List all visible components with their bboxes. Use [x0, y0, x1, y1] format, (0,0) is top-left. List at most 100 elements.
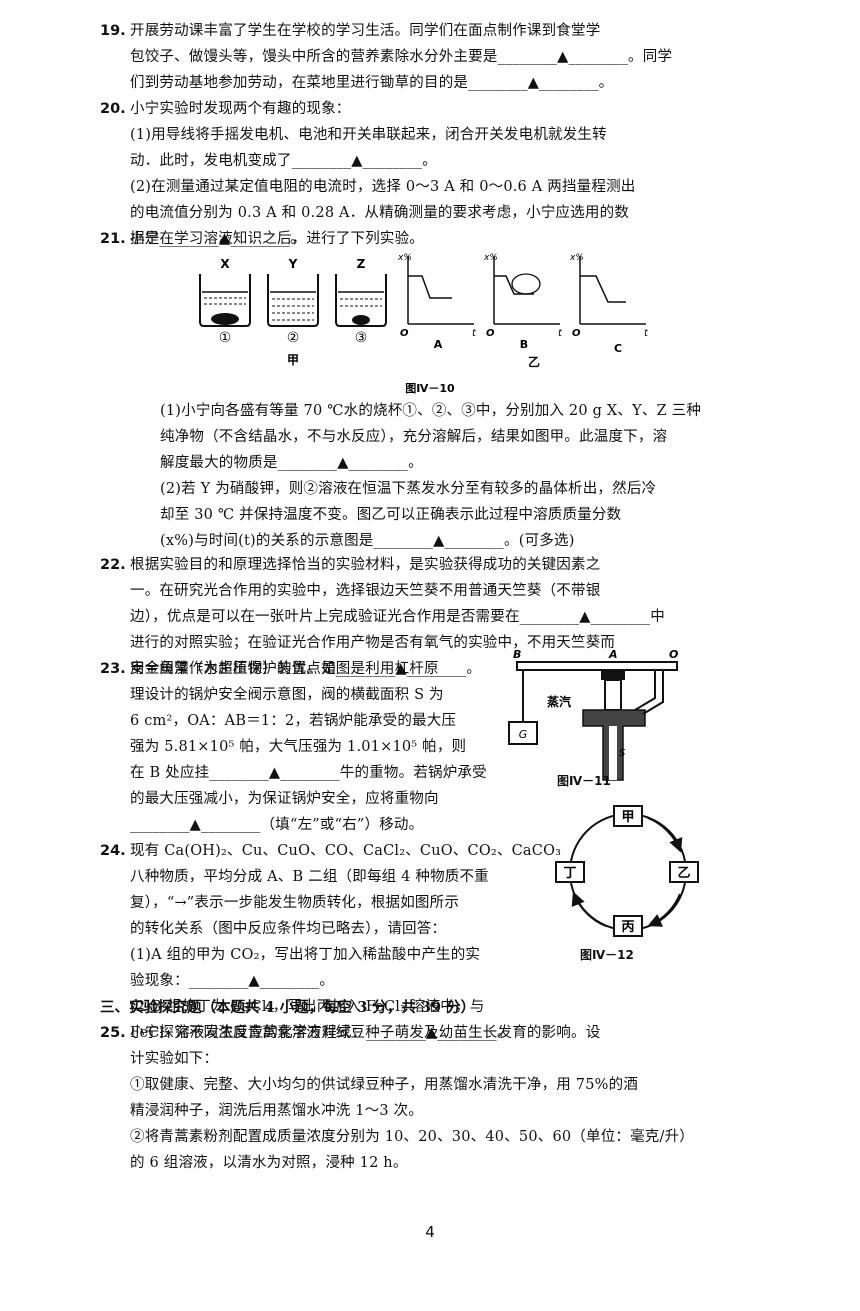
graph-label: B: [520, 338, 528, 351]
question-number: 24.: [100, 843, 126, 859]
text-line: FeCl₃ 溶液发生反应的化学方程式：________▲________。: [130, 1025, 512, 1041]
node-ding: [555, 861, 585, 883]
question-number: 22.: [100, 557, 126, 573]
text-line: 根据实验目的和原理选择恰当的实验材料，是实验获得成功的关键因素之: [130, 557, 601, 573]
text-line: (2)B 组的丁为 CaCl₂，写出丙加入 FeCl₃ 溶液中，与: [130, 999, 485, 1015]
text-line: 强为 5.81×10⁵ 帕，大气压强为 1.01×10⁵ 帕，则: [130, 739, 467, 755]
text-line: 解度最大的物质是________▲________。: [160, 455, 423, 471]
text-line: (2)若 Y 为硝酸钾，则②溶液在恒温下蒸发水分至有较多的晶体析出，然后冷: [160, 481, 657, 497]
text-line: ②将青蒿素粉剂配置成质量浓度分别为 10、20、30、40、50、60（单位：毫…: [130, 1129, 694, 1145]
text-line: 复），“→”表示一步能发生物质转化，根据如图所示: [130, 895, 460, 911]
text-line: (1)用导线将手摇发电机、电池和开关串联起来，闭合开关发电机就发生转: [130, 127, 607, 143]
figure-caption: 图Ⅳ－11: [557, 774, 611, 788]
question-number: 21.: [100, 231, 126, 247]
text-line: 们到劳动基地参加劳动，在菜地里进行锄草的目的是________▲________…: [130, 75, 614, 91]
node-label: 甲: [621, 810, 634, 825]
origin-label: O: [572, 328, 581, 339]
node-yi: [669, 861, 699, 883]
graph-label: A: [434, 338, 443, 351]
text-line: 纯净物（不含结晶水，不与水反应），充分溶解后，结果如图甲。此温度下，溶: [160, 429, 668, 445]
node-label: 丙: [621, 920, 634, 935]
text-line: 用金鱼藻（水生植物）的优点是________▲________。: [130, 661, 482, 677]
text-line: 小宁探究不同浓度青蒿素溶液对绿豆种子萌发及幼苗生长发育的影响。设: [130, 1025, 601, 1041]
text-line: 的 6 组溶液，以清水为对照，浸种 12 h。: [130, 1155, 408, 1171]
text-line: 安全阀常作为超压保护装置。如图是利用杠杆原: [130, 661, 439, 677]
figure-iv-10: X Y Z ① ② ③ 甲 x% O t A x% O t B 乙: [199, 253, 649, 395]
beaker-number: ②: [287, 330, 300, 346]
fig-label-s: S: [619, 748, 626, 759]
beaker-2: [267, 274, 319, 327]
text-line: 6 cm²，OA：AB＝1：2，若锅炉能承受的最大压: [130, 713, 457, 729]
beaker-label: X: [220, 257, 230, 271]
text-line: 理设计的锅炉安全阀示意图，阀的横截面积 S 为: [130, 687, 444, 703]
axis-label-x: t: [558, 328, 563, 339]
question-23: 23. 安全阀常作为超压保护装置。如图是利用杠杆原 理设计的锅炉安全阀示意图，阀…: [100, 656, 510, 838]
text-line: 小宁在学习溶液知识之后，进行了下列实验。: [130, 231, 424, 247]
beaker-label: Z: [357, 257, 366, 271]
origin-label: O: [486, 328, 495, 339]
text-line: 的最大压强减小，为保证锅炉安全，应将重物向: [130, 791, 439, 807]
section-heading: 三、实验探究题（本题共 4 小题，每空 3 分，共 39 分）: [100, 999, 476, 1016]
text-line: 边），优点是可以在一张叶片上完成验证光合作用是否需要在________▲____…: [130, 609, 665, 625]
graph-a: x% O t A: [397, 253, 477, 351]
question-25: 25. 小宁探究不同浓度青蒿素溶液对绿豆种子萌发及幼苗生长发育的影响。设 计实验…: [100, 1020, 694, 1176]
beaker-number: ①: [219, 330, 232, 346]
beaker-1: [199, 274, 251, 327]
axis-label-y: x%: [569, 253, 584, 263]
question-21: 21. 小宁在学习溶液知识之后，进行了下列实验。: [100, 226, 670, 252]
text-line: (x%)与时间(t)的关系的示意图是________▲________。(可多选…: [160, 533, 575, 549]
weight-block: [508, 721, 538, 745]
text-line: 八种物质，平均分成 A、B 二组（即每组 4 种物质不重: [130, 869, 489, 885]
text-line: 验现象：________▲________。: [130, 973, 335, 989]
question-20: 20. 小宁实验时发现两个有趣的现象： (1)用导线将手摇发电机、电池和开关串联…: [100, 96, 670, 252]
page-number: 4: [425, 1223, 435, 1241]
figure-caption: 图Ⅳ－12: [580, 948, 634, 962]
fig-label-a: A: [608, 648, 618, 661]
text-line: 的电流值分别为 0.3 A 和 0.28 A．从精确测量的要求考虑，小宁应选用的…: [130, 205, 630, 221]
beaker-label: Y: [288, 257, 298, 271]
text-line: (1)A 组的甲为 CO₂，写出将丁加入稀盐酸中产生的实: [130, 947, 481, 963]
question-number: 19.: [100, 23, 126, 39]
question-22: 22. 根据实验目的和原理选择恰当的实验材料，是实验获得成功的关键因素之 一。在…: [100, 552, 670, 682]
axis-label-x: t: [644, 328, 649, 339]
axis-label-y: x%: [397, 253, 412, 263]
text-line: 现有 Ca(OH)₂、Cu、CuO、CO、CaCl₂、CuO、CO₂、CaCO₃: [130, 843, 562, 859]
text-line: (2)在测量通过某定值电阻的电流时，选择 0～3 A 和 0～0.6 A 两挡量…: [130, 179, 636, 195]
question-number: 20.: [100, 101, 126, 117]
graph-b: x% O t B 乙: [483, 253, 563, 369]
text-line: ________▲________（填“左”或“右”）移动。: [130, 817, 424, 833]
graph-label: C: [614, 342, 622, 355]
group-label-yi: 乙: [528, 355, 540, 369]
question-number: 23.: [100, 661, 126, 677]
figure-iv-11: G B A O 蒸汽 S: [508, 648, 678, 781]
beaker-3: [335, 274, 387, 327]
text-line: 进行的对照实验；在验证光合作用产物是否有氧气的实验中，不用天竺葵而: [130, 635, 616, 651]
text-line: 一。在研究光合作用的实验中，选择银边天竺葵不用普通天竺葵（不带银: [130, 583, 601, 599]
text-line: 在 B 处应挂________▲________牛的重物。若锅炉承受: [130, 765, 487, 781]
origin-label: O: [400, 328, 409, 339]
figure-caption: 图Ⅳ－10: [405, 382, 455, 395]
fig-label-o: O: [669, 648, 678, 661]
text-line: 计实验如下：: [130, 1051, 219, 1067]
node-label: 乙: [677, 866, 690, 881]
text-line: 开展劳动课丰富了学生在学校的学习生活。同学们在面点制作课到食堂学: [130, 23, 601, 39]
question-21-body: (1)小宁向各盛有等量 70 ℃水的烧杯①、②、③中，分别加入 20 g X、Y…: [160, 398, 701, 554]
figure-iv-12: 甲 乙 丙 丁: [555, 805, 699, 937]
node-label: 丁: [563, 866, 576, 881]
text-line: 却至 30 ℃ 并保持温度不变。图乙可以正确表示此过程中溶质质量分数: [160, 507, 622, 523]
question-number: 25.: [100, 1025, 126, 1041]
fig-label-b: B: [513, 648, 521, 661]
node-jia: [613, 805, 643, 827]
axis-label-x: t: [472, 328, 477, 339]
text-line: ①取健康、完整、大小均匀的供试绿豆种子，用蒸馏水清洗干净，用 75%的酒: [130, 1077, 639, 1093]
text-line: 据是________▲________。: [130, 231, 305, 247]
question-19: 19. 开展劳动课丰富了学生在学校的学习生活。同学们在面点制作课到食堂学 包饺子…: [100, 18, 673, 96]
fig-label-steam: 蒸汽: [547, 694, 571, 709]
group-label-jia: 甲: [287, 353, 299, 367]
fig-label-g: G: [519, 728, 528, 741]
text-line: 包饺子、做馒头等，馒头中所含的营养素除水分外主要是________▲______…: [130, 49, 673, 65]
axis-label-y: x%: [483, 253, 498, 263]
node-bing: [613, 915, 643, 937]
text-line: 小宁实验时发现两个有趣的现象：: [130, 101, 351, 117]
text-line: 动．此时，发电机变成了________▲________。: [130, 153, 437, 169]
